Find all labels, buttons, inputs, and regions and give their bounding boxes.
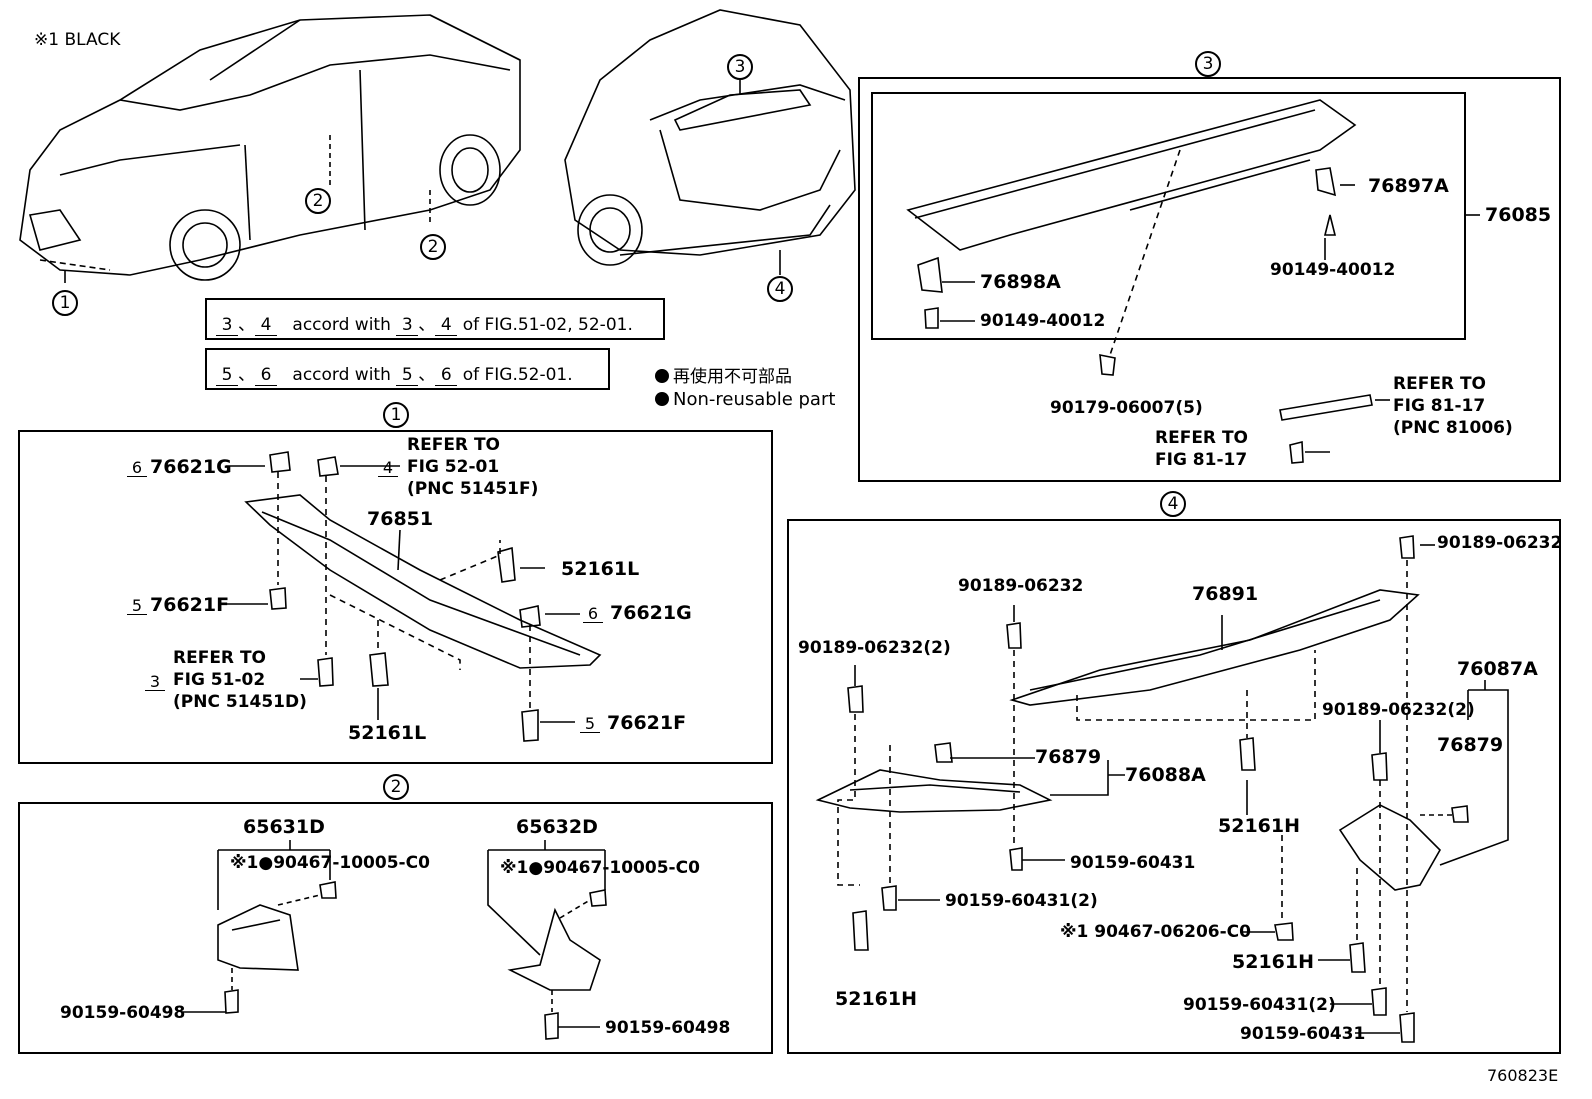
bolt-90467-10005-left: ※1●90467-10005-C0 <box>230 853 430 873</box>
refer-51451F-line3: (PNC 51451F) <box>407 479 539 499</box>
section-1-header: 1 <box>383 402 409 428</box>
part-90189-06232-mid: 90189-06232 <box>958 576 1084 596</box>
part-52161H-right: 52161H <box>1232 951 1315 973</box>
part-76851: 76851 <box>367 508 434 530</box>
triangle-5-icon: 5 <box>396 365 419 386</box>
figure-id: 760823E <box>1487 1066 1559 1085</box>
non-reusable-dot-icon <box>655 369 669 383</box>
section-4-header: 4 <box>1160 491 1186 517</box>
section-2-header: 2 <box>383 774 409 800</box>
section-3-header: 3 <box>1195 51 1221 77</box>
part-76087A: 76087A <box>1457 658 1538 680</box>
refer-51451D-line1: REFER TO <box>173 648 266 668</box>
legend-jp: 再使用不可部品 <box>655 362 792 387</box>
section-4-frame <box>787 519 1561 1054</box>
part-76085: 76085 <box>1485 204 1552 226</box>
part-90159-60498-right: 90159-60498 <box>605 1018 731 1038</box>
section-1-frame <box>18 430 773 764</box>
accord-text: accord with <box>292 315 391 335</box>
part-76621F-right: 76621F <box>607 712 687 734</box>
part-52161L-bottom: 52161L <box>348 722 427 744</box>
part-76621G-top: 76621G <box>150 456 232 478</box>
part-90159-60431-2-right: 90159-60431(2) <box>1183 995 1336 1015</box>
part-90159-60498-left: 90159-60498 <box>60 1003 186 1023</box>
accord-note-2 <box>205 348 610 390</box>
accord-tail: of FIG.51-02, 52-01. <box>462 315 633 335</box>
callout-4-car: 4 <box>767 276 793 302</box>
part-90159-60431-mid: 90159-60431 <box>1070 853 1196 873</box>
part-90189-06232-2-right: 90189-06232(2) <box>1322 700 1475 720</box>
bolt-90467-10005-right: ※1●90467-10005-C0 <box>500 858 700 878</box>
triangle-5-icon: 5 <box>127 598 147 615</box>
legend-en: Non-reusable part <box>655 389 835 410</box>
triangle-6-icon: 6 <box>435 365 458 386</box>
refer-81006-line3: (PNC 81006) <box>1393 418 1513 438</box>
accord-text: accord with <box>292 365 391 385</box>
callout-2-car-b: 2 <box>420 234 446 260</box>
bolt-90467-06206: ※1 90467-06206-C0 <box>1060 922 1251 942</box>
part-52161L-top: 52161L <box>561 558 640 580</box>
triangle-3-icon: 3 <box>396 315 419 336</box>
part-76898A: 76898A <box>980 271 1061 293</box>
part-90149-40012-left: 90149-40012 <box>980 311 1106 331</box>
accord-note-1-text: 3、4 accord with 3、4 of FIG.51-02, 52-01. <box>216 310 633 336</box>
part-76621G-right: 76621G <box>610 602 692 624</box>
part-76879-right: 76879 <box>1437 734 1504 756</box>
sep: 、 <box>418 315 436 335</box>
part-90189-06232-topright: 90189-06232 <box>1437 533 1563 553</box>
refer-51451D-line3: (PNC 51451D) <box>173 692 307 712</box>
part-76897A: 76897A <box>1368 175 1449 197</box>
part-90189-06232-2-left: 90189-06232(2) <box>798 638 951 658</box>
sep: 、 <box>238 315 255 335</box>
accord-note-1 <box>205 298 665 340</box>
part-52161H-left: 52161H <box>835 988 918 1010</box>
part-76891: 76891 <box>1192 583 1259 605</box>
part-90179-06007: 90179-06007(5) <box>1050 398 1203 418</box>
accord-tail: of FIG.52-01. <box>462 365 573 385</box>
refer-81-17-line2: FIG 81-17 <box>1155 450 1248 470</box>
part-76088A: 76088A <box>1125 764 1206 786</box>
triangle-3-icon: 3 <box>145 674 165 691</box>
section-3-frame <box>858 77 1561 482</box>
triangle-5-icon: 5 <box>216 365 238 386</box>
callout-1-car: 1 <box>52 290 78 316</box>
triangle-4-icon: 4 <box>435 315 458 336</box>
triangle-4-icon: 4 <box>378 460 398 477</box>
refer-81006-line2: FIG 81-17 <box>1393 396 1486 416</box>
triangle-3-icon: 3 <box>216 315 238 336</box>
triangle-6-icon: 6 <box>255 365 277 386</box>
part-76879-left: 76879 <box>1035 746 1102 768</box>
part-65631D: 65631D <box>243 816 325 838</box>
refer-81-17-line1: REFER TO <box>1155 428 1248 448</box>
refer-51451D-line2: FIG 51-02 <box>173 670 266 690</box>
refer-51451F-line1: REFER TO <box>407 435 500 455</box>
part-76621F-left: 76621F <box>150 594 230 616</box>
part-65632D: 65632D <box>516 816 598 838</box>
triangle-4-icon: 4 <box>255 315 277 336</box>
part-90149-40012-right: 90149-40012 <box>1270 260 1396 280</box>
section-3-inner-frame <box>871 92 1466 340</box>
callout-3-car: 3 <box>727 54 753 80</box>
part-52161H-center: 52161H <box>1218 815 1301 837</box>
triangle-6-icon: 6 <box>127 460 147 477</box>
black-note: ※1 BLACK <box>34 30 121 50</box>
refer-81006-line1: REFER TO <box>1393 374 1486 394</box>
triangle-5-icon: 5 <box>580 716 600 733</box>
accord-note-2-text: 5、6 accord with 5、6 of FIG.52-01. <box>216 360 573 386</box>
section-2-frame <box>18 802 773 1054</box>
part-90159-60431-2-left: 90159-60431(2) <box>945 891 1098 911</box>
sep: 、 <box>418 365 436 385</box>
part-90159-60431-bottom: 90159-60431 <box>1240 1024 1366 1044</box>
refer-51451F-line2: FIG 52-01 <box>407 457 500 477</box>
sep: 、 <box>238 365 255 385</box>
triangle-6-icon: 6 <box>583 606 603 623</box>
callout-2-car-a: 2 <box>305 188 331 214</box>
non-reusable-dot-icon <box>655 392 669 406</box>
